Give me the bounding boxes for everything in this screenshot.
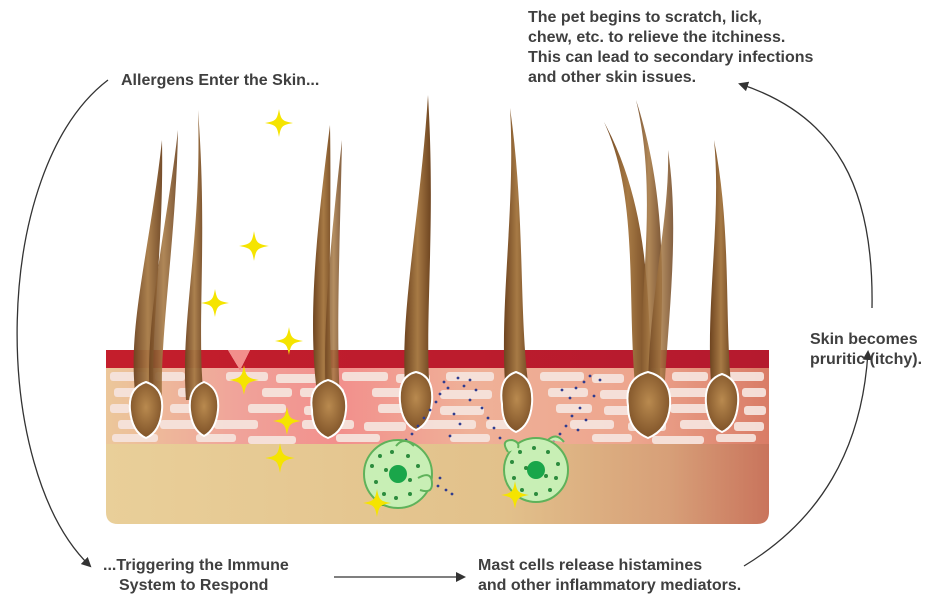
allergen-icon (201, 289, 229, 317)
step-allergens-label: Allergens Enter the Skin... (121, 71, 319, 91)
step-scratch-line: This can lead to secondary infections (528, 48, 813, 68)
step-scratch-line: chew, etc. to relieve the itchiness. (528, 28, 813, 48)
step-scratch-label: The pet begins to scratch, lick, chew, e… (528, 8, 813, 88)
hair-follicle (311, 125, 346, 438)
hair-follicle (501, 108, 532, 432)
stratum-corneum (106, 350, 769, 370)
step-trigger-label: ...Triggering the Immune System to Respo… (103, 556, 289, 596)
hair-follicle (706, 140, 738, 432)
step-trigger-line: System to Respond (103, 576, 289, 596)
step-scratch-line: The pet begins to scratch, lick, (528, 8, 813, 28)
step-scratch-line: and other skin issues. (528, 68, 813, 88)
step-trigger-line: ...Triggering the Immune (103, 556, 289, 576)
step-mast-line: and other inflammatory mediators. (478, 576, 741, 596)
step-pruritic-line: Skin becomes (810, 330, 922, 350)
mast-cell (364, 440, 432, 508)
arrow-pruritic-to-scratch (740, 84, 872, 308)
arrow-allergens-to-trigger (17, 80, 108, 566)
step-allergens-line: Allergens Enter the Skin... (121, 71, 319, 91)
allergen-icon (265, 109, 293, 137)
step-mast-line: Mast cells release histamines (478, 556, 741, 576)
step-pruritic-label: Skin becomes pruritic (itchy). (810, 330, 922, 370)
hair-follicle (400, 95, 432, 430)
step-pruritic-line: pruritic (itchy). (810, 350, 922, 370)
step-mast-label: Mast cells release histamines and other … (478, 556, 741, 596)
allergen-icon (239, 231, 269, 261)
